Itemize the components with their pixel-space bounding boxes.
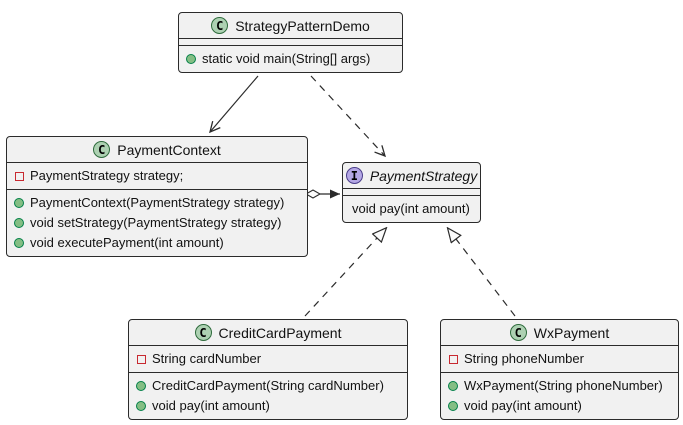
class-title: C StrategyPatternDemo [179, 13, 402, 39]
method-text: void pay(int amount) [464, 398, 582, 413]
class-name: CreditCardPayment [218, 324, 342, 341]
private-field-icon [137, 354, 146, 364]
method-text: void pay(int amount) [152, 398, 270, 413]
method-row: void executePayment(int amount) [13, 233, 301, 253]
field-row: PaymentStrategy strategy; [13, 166, 301, 186]
class-box-wxpayment: C WxPayment String phoneNumber WxPayment… [440, 319, 679, 420]
class-spot-icon: C [93, 141, 111, 158]
field-text: String phoneNumber [464, 351, 584, 366]
private-field-icon [15, 171, 24, 181]
class-title: C CreditCardPayment [129, 320, 407, 346]
methods-compartment: PaymentContext(PaymentStrategy strategy)… [7, 190, 307, 256]
methods-compartment: CreditCardPayment(String cardNumber) voi… [129, 373, 407, 419]
fields-compartment: String phoneNumber [441, 346, 678, 373]
methods-compartment: WxPayment(String phoneNumber) void pay(i… [441, 373, 678, 419]
public-method-icon [448, 381, 458, 391]
method-text: PaymentContext(PaymentStrategy strategy) [30, 195, 285, 210]
method-text: WxPayment(String phoneNumber) [464, 378, 663, 393]
public-method-icon [136, 401, 146, 411]
interface-name: PaymentStrategy [369, 167, 478, 184]
public-method-icon [14, 218, 24, 228]
class-title: C PaymentContext [7, 137, 307, 163]
field-text: String cardNumber [152, 351, 262, 366]
interface-spot-icon: I [345, 167, 363, 184]
interface-box-paymentstrategy: I PaymentStrategy void pay(int amount) [342, 162, 481, 223]
public-method-icon [136, 381, 146, 391]
private-field-icon [449, 354, 458, 364]
class-box-paymentcontext: C PaymentContext PaymentStrategy strateg… [6, 136, 308, 257]
method-text: void pay(int amount) [352, 201, 470, 216]
dependency-arrow-demo-to-strategy [310, 75, 385, 156]
class-spot-icon: C [509, 324, 527, 341]
methods-compartment: static void main(String[] args) [179, 46, 402, 72]
fields-compartment: PaymentStrategy strategy; [7, 163, 307, 190]
methods-compartment: void pay(int amount) [343, 196, 480, 222]
field-row: String phoneNumber [447, 349, 672, 369]
association-arrow-demo-to-context [210, 75, 259, 132]
field-text: PaymentStrategy strategy; [30, 168, 184, 183]
method-row: WxPayment(String phoneNumber) [447, 376, 672, 396]
method-text: CreditCardPayment(String cardNumber) [152, 378, 384, 393]
fields-compartment: String cardNumber [129, 346, 407, 373]
public-method-icon [186, 54, 196, 64]
public-method-icon [14, 198, 24, 208]
aggregation-diamond [304, 189, 322, 199]
method-row: void pay(int amount) [135, 396, 401, 416]
class-box-strategypatterndemo: C StrategyPatternDemo static void main(S… [178, 12, 403, 73]
realization-arrow-creditcard-to-strategy [304, 238, 377, 317]
interface-title: I PaymentStrategy [343, 163, 480, 189]
class-spot-icon: C [194, 324, 212, 341]
public-method-icon [14, 238, 24, 248]
method-row: static void main(String[] args) [185, 49, 396, 69]
class-name: WxPayment [533, 324, 610, 341]
method-row: void pay(int amount) [447, 396, 672, 416]
field-row: String cardNumber [135, 349, 401, 369]
public-method-icon [448, 401, 458, 411]
class-name: PaymentContext [117, 141, 221, 158]
fields-compartment-empty [179, 39, 402, 46]
realization-arrow-wx-to-strategy [456, 239, 516, 317]
method-row: void pay(int amount) [349, 199, 474, 219]
method-text: void executePayment(int amount) [30, 235, 224, 250]
class-spot-icon: C [211, 17, 229, 34]
method-text: static void main(String[] args) [202, 51, 371, 66]
method-row: void setStrategy(PaymentStrategy strateg… [13, 213, 301, 233]
class-name: StrategyPatternDemo [235, 17, 370, 34]
class-box-creditcardpayment: C CreditCardPayment String cardNumber Cr… [128, 319, 408, 420]
method-text: void setStrategy(PaymentStrategy strateg… [30, 215, 282, 230]
class-title: C WxPayment [441, 320, 678, 346]
method-row: PaymentContext(PaymentStrategy strategy) [13, 193, 301, 213]
method-row: CreditCardPayment(String cardNumber) [135, 376, 401, 396]
fields-compartment-empty [343, 189, 480, 196]
